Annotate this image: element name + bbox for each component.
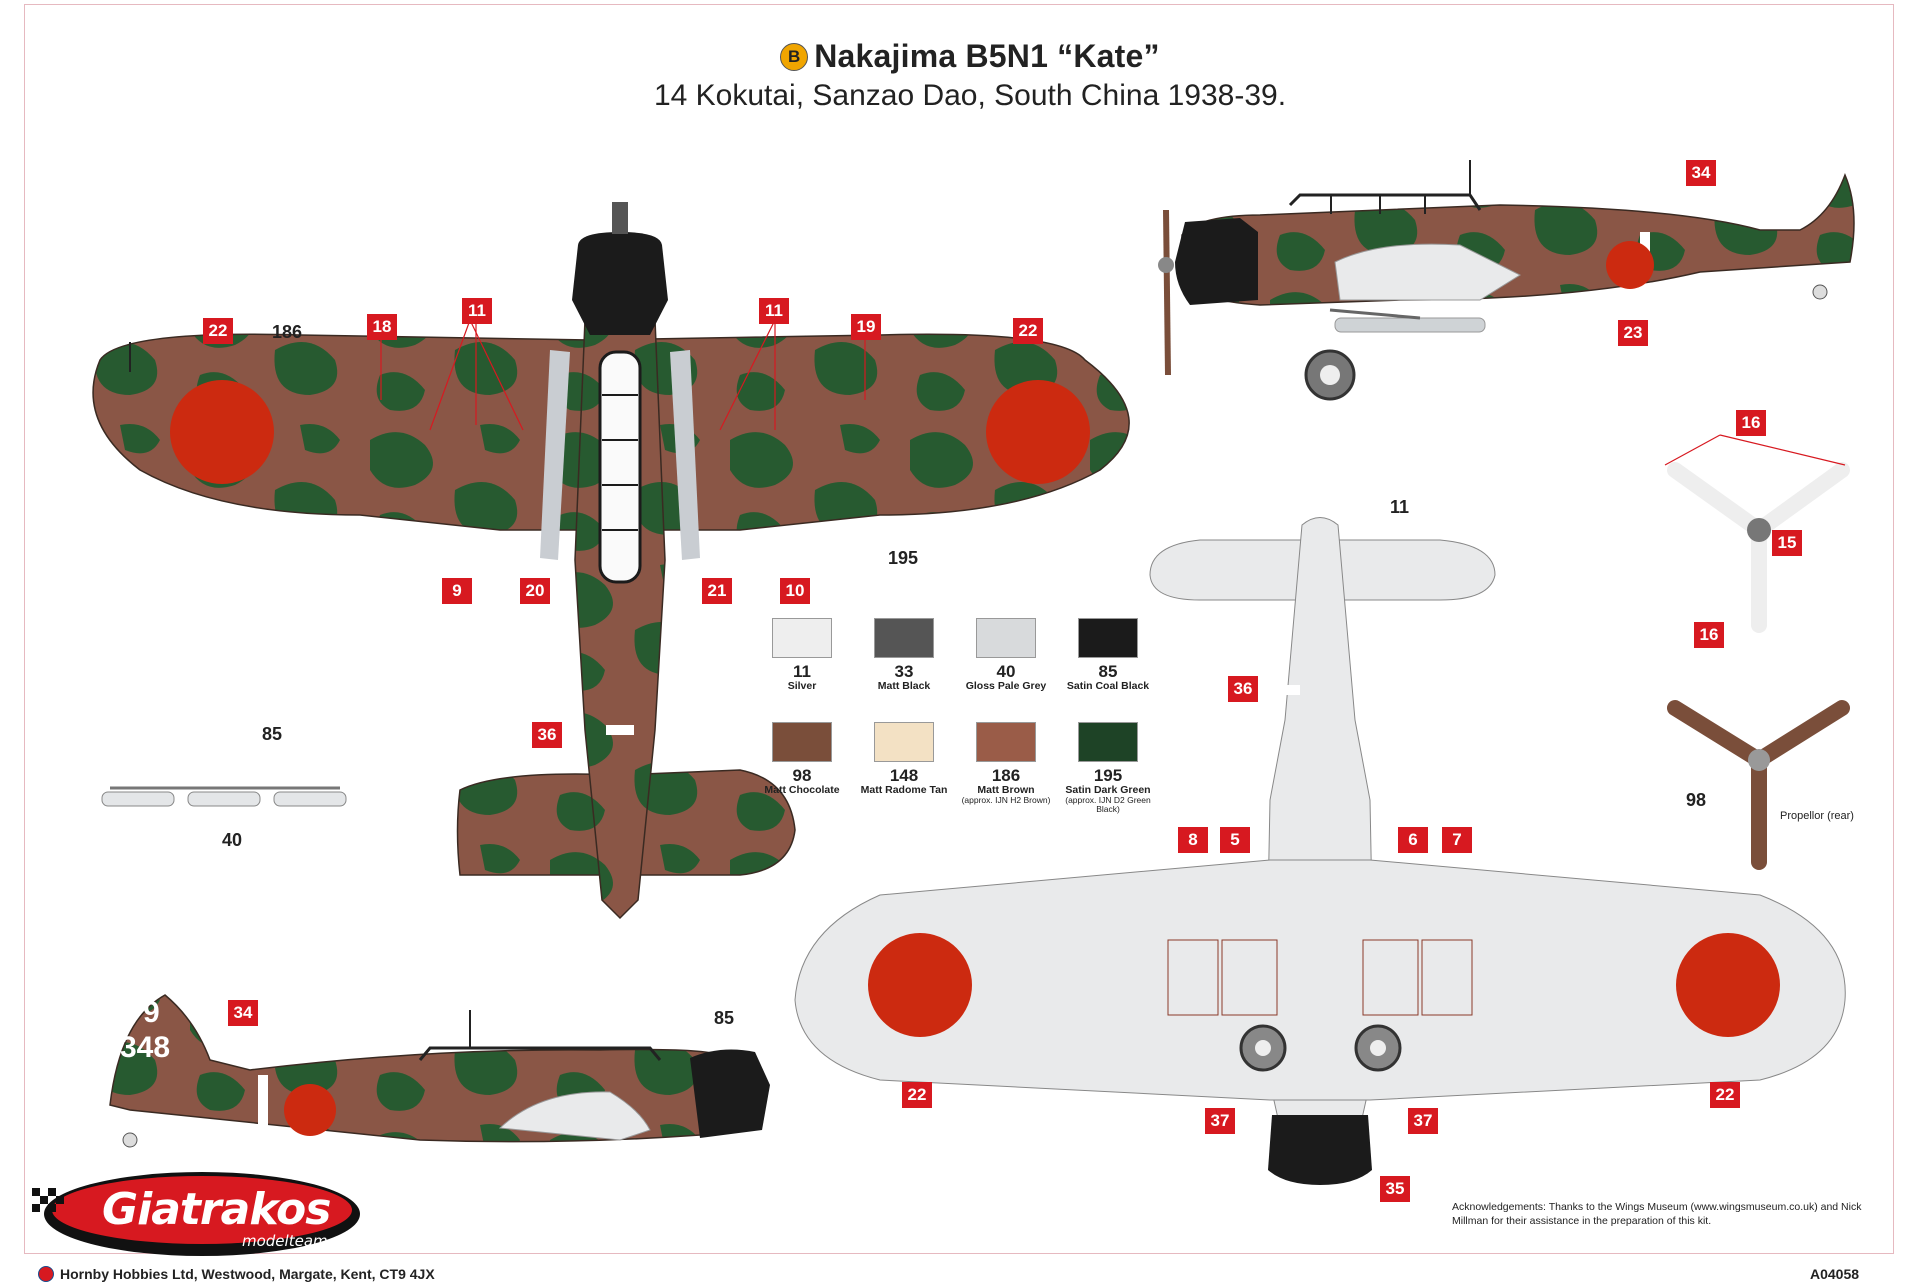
colour-swatch (1078, 618, 1138, 658)
callout-8: 8 (1178, 827, 1208, 853)
aircraft-name: Nakajima B5N1 “Kate” (814, 38, 1160, 74)
title-block: B Nakajima B5N1 “Kate” 14 Kokutai, Sanza… (620, 38, 1320, 113)
acknowledgement-text: Acknowledgements: Thanks to the Wings Mu… (1452, 1201, 1862, 1227)
leader-lines (380, 318, 1846, 466)
top-canopy (598, 350, 642, 584)
propeller-rear (1667, 700, 1850, 870)
side-wing-underside (1334, 243, 1522, 301)
underside-view (794, 517, 1846, 1185)
propeller-rear-label: Propellor (rear) (1780, 810, 1854, 822)
colour-swatch (772, 722, 832, 762)
colour-swatch (874, 722, 934, 762)
callout-16: 16 (1694, 622, 1724, 648)
callout-7: 7 (1442, 827, 1472, 853)
tail-code-bottom: 348 (1745, 192, 1795, 225)
paint-ref-11: 11 (1390, 497, 1410, 517)
scheme-badge: B (780, 42, 809, 71)
callout-36: 36 (532, 722, 562, 748)
callout-11: 11 (462, 298, 492, 324)
callout-37: 37 (1205, 1108, 1235, 1134)
side-view-left (109, 994, 770, 1148)
colour-swatch (772, 618, 832, 658)
side-roundel (1606, 241, 1654, 289)
paint-ref-85: 85 (714, 1008, 735, 1028)
tail-code-top: 9 (1775, 159, 1792, 192)
callout-22: 22 (203, 318, 233, 344)
bomb-rack (101, 786, 347, 807)
callout-11: 11 (759, 298, 789, 324)
footer-address: Hornby Hobbies Ltd, Westwood, Margate, K… (60, 1266, 435, 1282)
propeller-front (1667, 462, 1850, 633)
top-cowling (572, 232, 668, 335)
callout-22: 22 (1710, 1082, 1740, 1108)
side2-cowling (690, 1049, 770, 1138)
paint-ref-40: 40 (222, 830, 243, 850)
under-roundel-left (868, 933, 972, 1037)
under-roundel-right (1676, 933, 1780, 1037)
side2-wing (498, 1091, 651, 1141)
callout-22: 22 (902, 1082, 932, 1108)
tail-code2-bottom: 348 (120, 1031, 170, 1064)
side-cowling (1175, 218, 1258, 305)
callout-6: 6 (1398, 827, 1428, 853)
page-subtitle: 14 Kokutai, Sanzao Dao, South China 1938… (653, 79, 1287, 112)
sheet-border (24, 4, 1894, 1254)
product-code: A04058 (1810, 1266, 1860, 1282)
callout-34: 34 (228, 1000, 258, 1026)
paint-ref-98: 98 (1686, 790, 1707, 810)
under-wing (794, 859, 1846, 1101)
callout-21: 21 (702, 578, 732, 604)
callout-15: 15 (1772, 530, 1802, 556)
callout-23: 23 (1618, 320, 1648, 346)
callout-37: 37 (1408, 1108, 1438, 1134)
callout-35: 35 (1380, 1176, 1410, 1202)
callout-19: 19 (851, 314, 881, 340)
top-view (92, 202, 1130, 920)
callout-9: 9 (442, 578, 472, 604)
callout-36: 36 (1228, 676, 1258, 702)
top-spinner (612, 202, 628, 234)
side2-roundel (284, 1084, 336, 1136)
callout-10: 10 (780, 578, 810, 604)
callout-18: 18 (367, 314, 397, 340)
paint-ref-195: 195 (888, 548, 919, 568)
top-roundel-right (986, 380, 1090, 484)
colour-swatch (976, 618, 1036, 658)
page-title: B Nakajima B5N1 “Kate” (780, 38, 1160, 75)
logo-wordmark: Giatrakos (102, 1184, 331, 1235)
paint-ref-85: 85 (262, 724, 283, 744)
callout-20: 20 (520, 578, 550, 604)
logo-subtitle: modelteam (242, 1232, 328, 1250)
callout-5: 5 (1220, 827, 1250, 853)
side-view-right (1158, 160, 1855, 401)
top-walkway-left (540, 350, 570, 560)
colour-swatch (976, 722, 1036, 762)
top-roundel-left (170, 380, 274, 484)
callout-16: 16 (1736, 410, 1766, 436)
callout-34: 34 (1686, 160, 1716, 186)
tail-code2-top: 9 (143, 996, 160, 1029)
colour-swatch (1078, 722, 1138, 762)
under-cowling (1268, 1115, 1372, 1185)
logo-badge (32, 1172, 360, 1256)
paint-ref-186: 186 (272, 322, 303, 342)
colour-swatch (874, 618, 934, 658)
top-walkway-right (670, 350, 700, 560)
callout-22: 22 (1013, 318, 1043, 344)
